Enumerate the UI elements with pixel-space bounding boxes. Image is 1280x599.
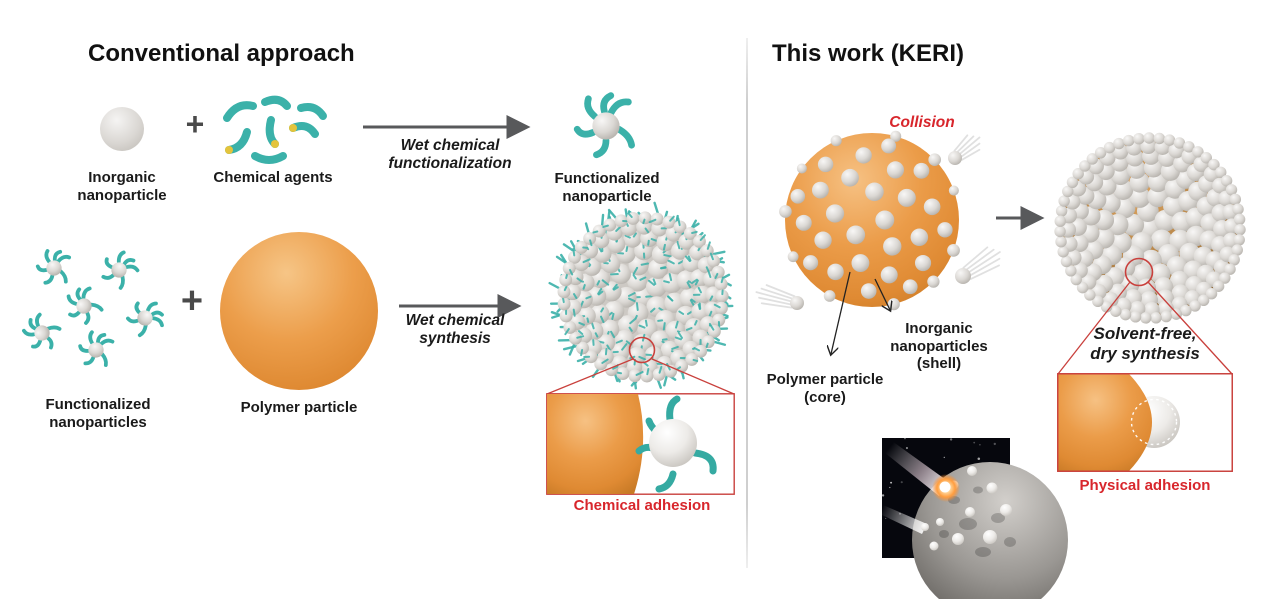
section-divider xyxy=(746,38,748,568)
coated-sphere-chemical-graphic xyxy=(548,201,734,390)
partially-coated-sphere-graphic xyxy=(779,130,960,311)
dense-coated-sphere-graphic xyxy=(1054,132,1246,324)
chemical-agents-label: Chemical agents xyxy=(213,169,333,186)
polymer-surface xyxy=(547,394,644,494)
cluster-nanoparticle xyxy=(32,246,74,289)
solvent-free-label: Solvent-free, dry synthesis xyxy=(1090,324,1200,364)
polymer-surface xyxy=(1058,374,1152,471)
functionalized-nanoparticles-label: Functionalized nanoparticles xyxy=(45,396,151,431)
cluster-nanoparticle xyxy=(122,295,168,339)
core-label: Polymer particle (core) xyxy=(766,371,884,406)
plus-sign-row1: + xyxy=(185,106,205,142)
right-panel-title: This work (KERI) xyxy=(772,40,965,67)
functionalized-nanoparticle-graphic xyxy=(574,94,638,158)
collision-label: Collision xyxy=(889,114,955,131)
physical-adhesion-label: Physical adhesion xyxy=(1079,477,1211,494)
cluster-nanoparticle xyxy=(16,309,66,358)
left-panel-title: Conventional approach xyxy=(88,40,355,67)
wet-synthesis-label: Wet chemical synthesis xyxy=(405,312,505,348)
comet-tail xyxy=(882,505,927,534)
chemical-agents-graphic xyxy=(223,95,327,164)
inorganic-nanoparticle-label: Inorganic nanoparticle xyxy=(77,169,167,204)
inorganic-nanoparticle-graphic xyxy=(100,107,144,151)
chemical-adhesion-label: Chemical adhesion xyxy=(573,497,711,514)
chemical-adhesion-inset xyxy=(546,393,735,495)
cluster-nanoparticle xyxy=(73,326,118,373)
polymer-particle-graphic xyxy=(220,232,378,390)
cluster-nanoparticle xyxy=(94,244,144,294)
comet-tail xyxy=(885,441,949,496)
plus-sign-row2: + xyxy=(180,280,204,322)
embedded-outline xyxy=(1130,398,1178,446)
polymer-particle-label: Polymer particle xyxy=(240,399,358,416)
nanoparticle-closeup xyxy=(649,419,697,467)
shell-label: Inorganic nanoparticles (shell) xyxy=(890,320,988,373)
impact-illustration xyxy=(881,437,1068,599)
physical-adhesion-inset xyxy=(1057,373,1233,472)
functionalized-nanoparticle-label: Functionalized nanoparticle xyxy=(554,170,660,205)
wet-functionalization-label: Wet chemical functionalization xyxy=(388,137,512,173)
